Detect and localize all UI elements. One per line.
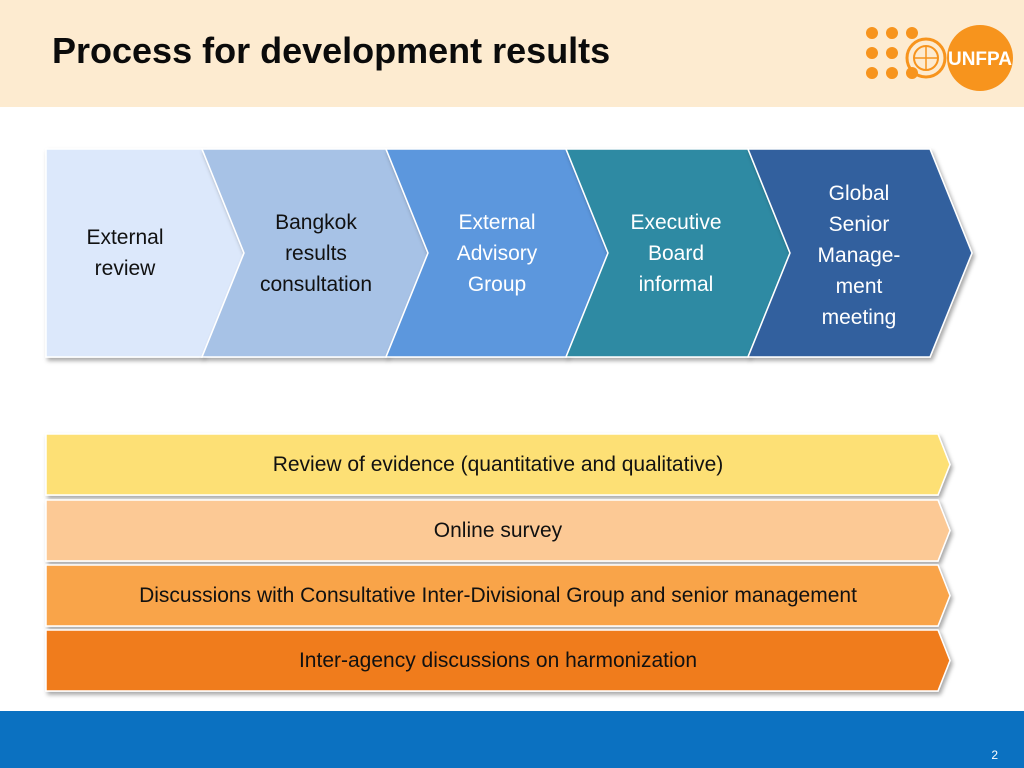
logo-dots	[866, 27, 918, 79]
page-number: 2	[991, 748, 998, 762]
slide-header: Process for development results UNFPA	[0, 0, 1024, 107]
process-step-label-4: Executive Board informal	[630, 210, 722, 296]
slide-footer: 2	[0, 711, 1024, 768]
activity-label-1: Review of evidence (quantitative and qua…	[272, 452, 724, 476]
activity-label-2: Online survey	[433, 518, 563, 542]
process-step-chevron-5	[746, 148, 973, 358]
un-emblem-icon	[905, 37, 947, 79]
activity-bar-2	[45, 499, 951, 562]
process-step-label-3: External Advisory Group	[456, 210, 538, 296]
activity-bar-4	[45, 629, 951, 692]
activity-bar-3	[45, 564, 951, 627]
logo-disc	[947, 25, 1013, 91]
process-step-label-1: External review	[86, 226, 164, 280]
unfpa-logo: UNFPA	[866, 25, 1013, 91]
activity-label-3: Discussions with Consultative Inter-Divi…	[139, 583, 857, 607]
activity-bar-1	[45, 433, 951, 496]
process-step-label-5: Global Senior Manage- ment meeting	[817, 181, 901, 329]
logo-text: UNFPA	[948, 49, 1012, 70]
activity-label-4: Inter-agency discussions on harmonizatio…	[298, 648, 698, 672]
process-step-label-2: Bangkok results consultation	[259, 210, 373, 296]
slide-title: Process for development results	[52, 30, 611, 71]
